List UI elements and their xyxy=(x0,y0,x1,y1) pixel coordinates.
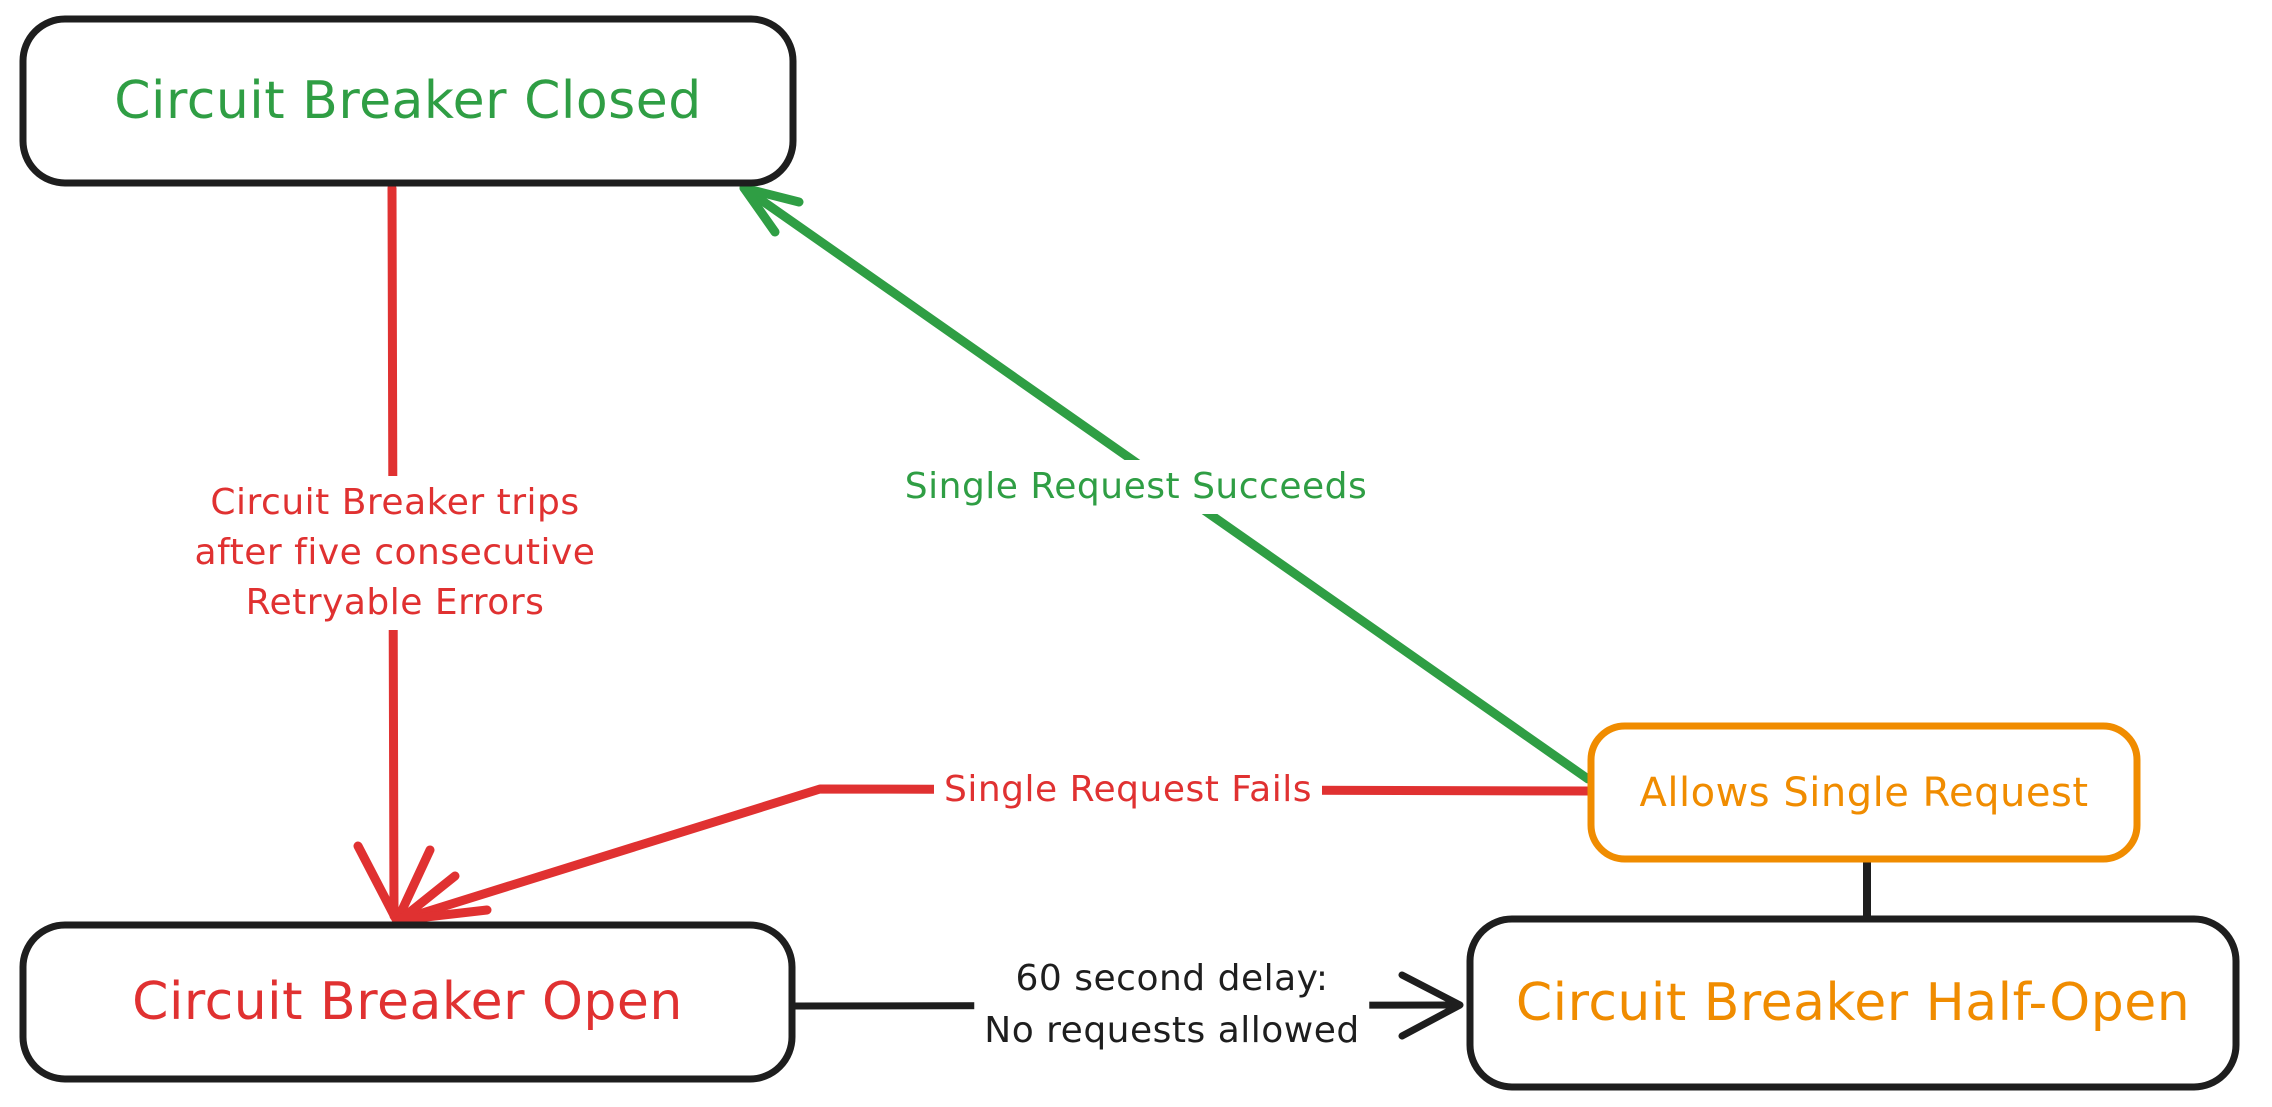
edge-fails-line xyxy=(395,784,1593,925)
edge-succeeds-label: Single Request Succeeds xyxy=(894,460,1378,514)
node-allows-box xyxy=(1587,722,2141,863)
edge-trips-label: Circuit Breaker trips after five consecu… xyxy=(184,476,606,630)
edge-delay-label: 60 second delay: No requests allowed xyxy=(974,951,1370,1059)
edge-succeeds-arrowhead xyxy=(739,183,804,237)
edge-fails-label: Single Request Fails xyxy=(933,763,1323,817)
node-half-open-box xyxy=(1466,915,2240,1091)
edge-delay-arrowhead xyxy=(1398,971,1464,1040)
node-open-box xyxy=(19,921,796,1083)
edge-fails-arrowhead xyxy=(395,871,492,925)
edge-trips-arrowhead xyxy=(353,841,435,926)
node-closed-box xyxy=(19,15,797,187)
